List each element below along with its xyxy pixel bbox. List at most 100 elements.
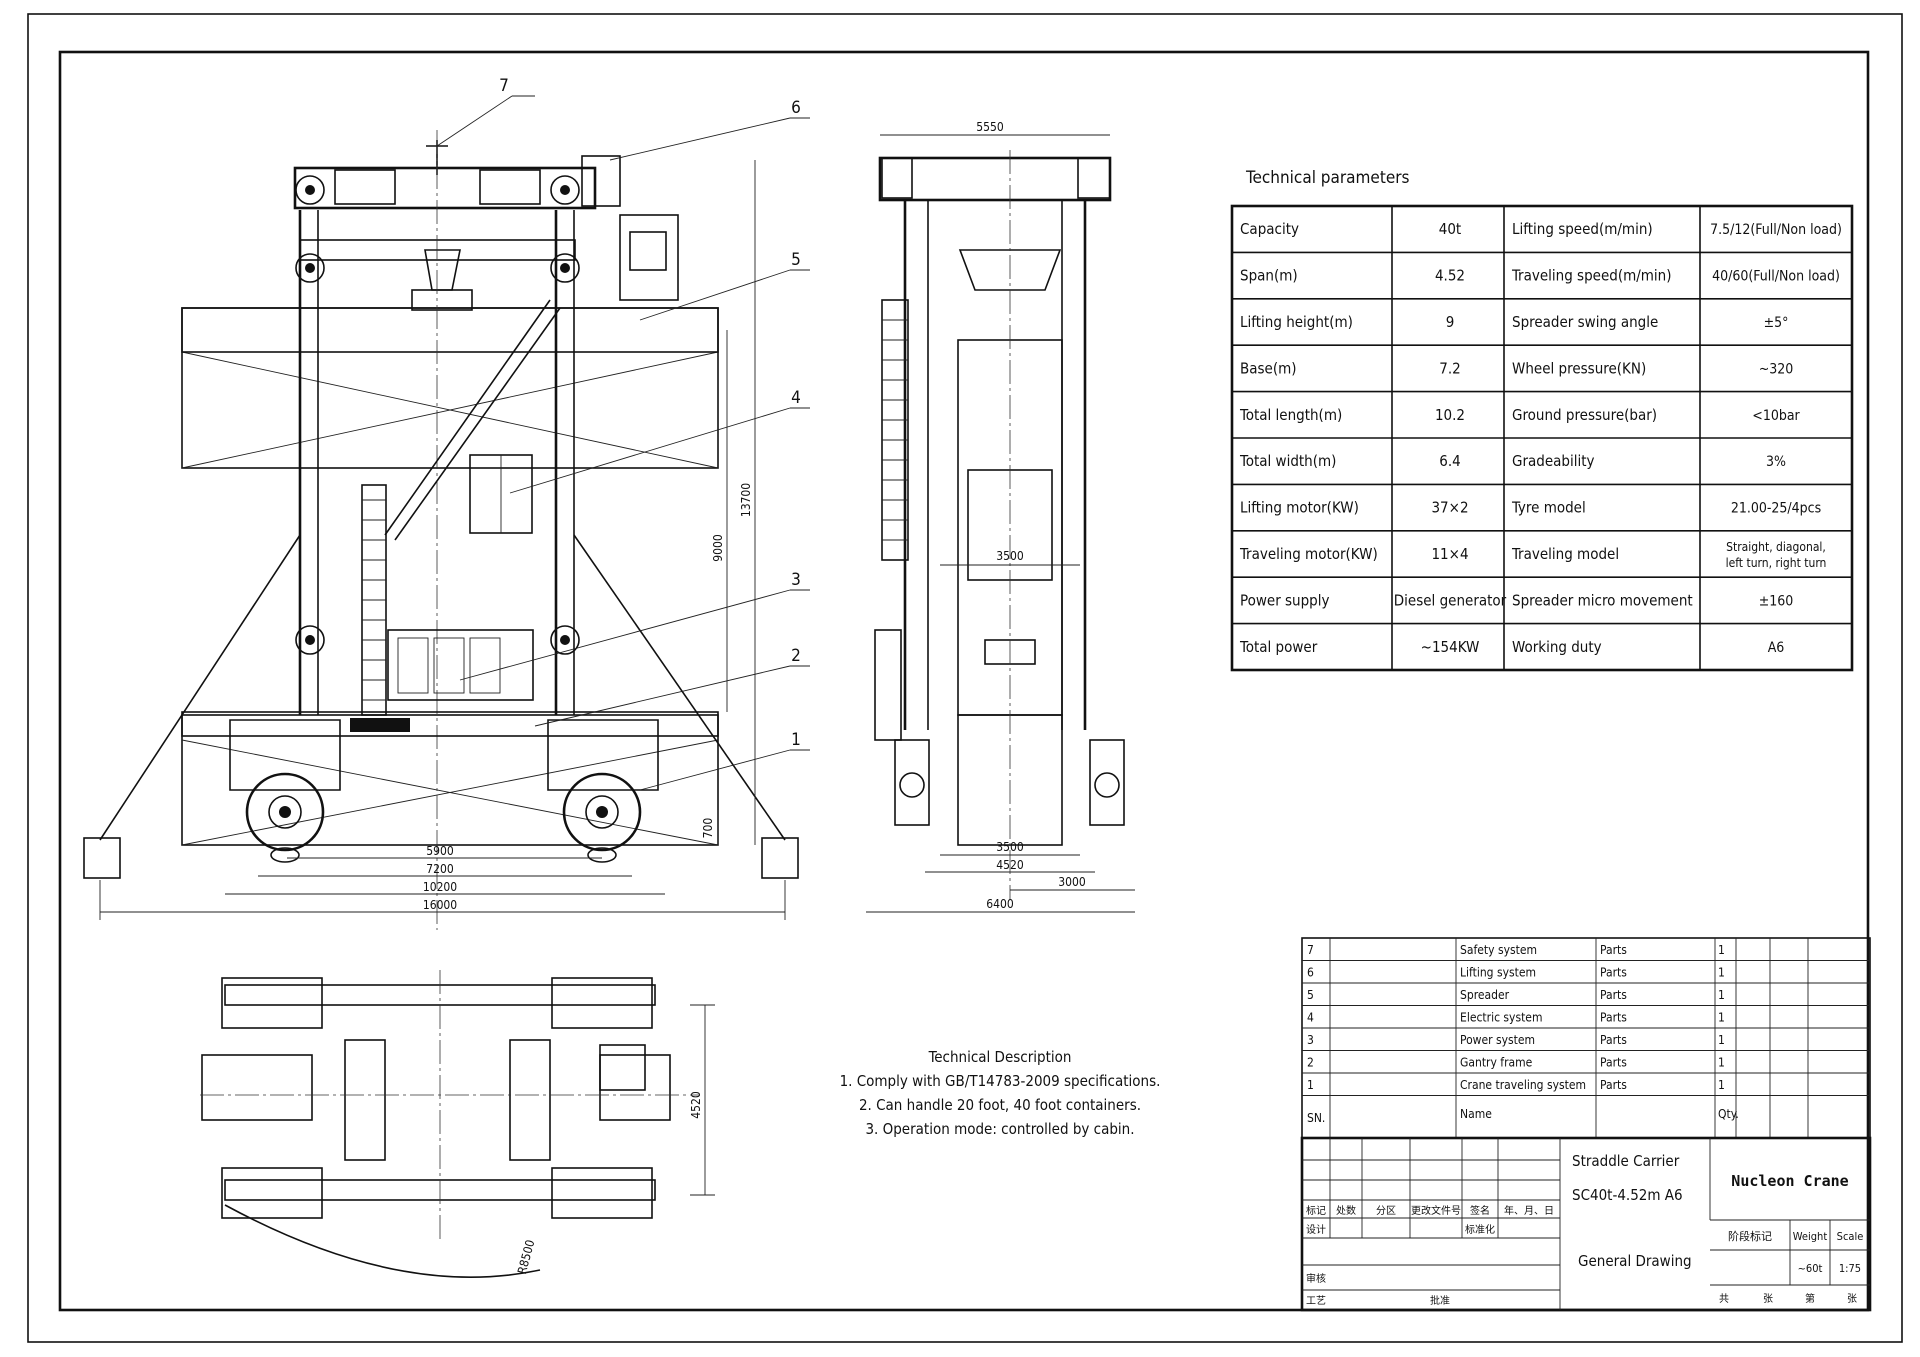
tech-params-cell: Base(m) (1240, 359, 1297, 377)
rev-label-2: 处数 (1336, 1204, 1356, 1217)
callout-6: 6 (791, 98, 801, 118)
tech-desc-line-1: 1. Comply with GB/T14783-2009 specificat… (840, 1072, 1161, 1090)
bom-cell: 6 (1307, 966, 1314, 980)
callout-4: 4 (791, 388, 801, 408)
bom-cell: Parts (1600, 943, 1627, 957)
tech-params-cell: Total width(m) (1239, 452, 1336, 470)
bom-cell: 1 (1718, 1033, 1725, 1047)
dim-r8500: R8500 (515, 1238, 538, 1276)
bom-header-qty: Qty. (1718, 1107, 1739, 1121)
sheet-label-4: 张 (1847, 1293, 1857, 1305)
tech-params-cell: Span(m) (1240, 267, 1298, 285)
bom-cell: 1 (1718, 943, 1725, 957)
tech-params-cell: Lifting height(m) (1240, 313, 1353, 331)
bom-cell: Parts (1600, 1033, 1627, 1047)
rev-label-1: 标记 (1306, 1205, 1326, 1217)
dim-4520: 4520 (996, 858, 1024, 872)
callout-7: 7 (499, 76, 509, 96)
tech-params-cell: ±160 (1759, 593, 1794, 609)
company-name: Nucleon Crane (1731, 1172, 1848, 1190)
tech-params-cell: Traveling speed(m/min) (1511, 267, 1672, 285)
bom-cell: Spreader (1460, 988, 1510, 1002)
bom-cell: Parts (1600, 1011, 1627, 1025)
bom-cell: 1 (1718, 988, 1725, 1002)
bom-cell: 1 (1307, 1078, 1314, 1092)
tech-desc-line-3: 3. Operation mode: controlled by cabin. (865, 1120, 1134, 1138)
bom-header-name: Name (1460, 1107, 1492, 1121)
bom-cell: Parts (1600, 966, 1627, 980)
tech-params-cell: Capacity (1240, 220, 1299, 238)
tech-params-cell: 3% (1766, 454, 1786, 470)
tech-desc-title: Technical Description (928, 1048, 1072, 1066)
tech-params-cell: 9 (1446, 313, 1455, 331)
tech-params-cell: Tyre model (1511, 499, 1586, 517)
tech-params-cell: Straight, diagonal,left turn, right turn (1726, 540, 1827, 570)
dim-5900: 5900 (426, 844, 454, 858)
bom-cell: Gantry frame (1460, 1056, 1533, 1070)
tech-params-cell: 7.5/12(Full/Non load) (1710, 222, 1842, 238)
bom-cell: 3 (1307, 1033, 1314, 1047)
callout-5: 5 (791, 250, 801, 270)
dim-700: 700 (701, 818, 715, 839)
tech-params-title: Technical parameters (1245, 168, 1410, 188)
bom-cell: 7 (1307, 943, 1314, 957)
tech-params-cell: Traveling model (1511, 545, 1619, 563)
weight-value: ~60t (1798, 1262, 1823, 1275)
rev-label-4: 更改文件号 (1411, 1204, 1461, 1217)
dim-16000: 16000 (423, 898, 457, 912)
dim-3000: 3000 (1058, 875, 1086, 889)
dim-5550: 5550 (976, 120, 1004, 134)
tech-params-cell: <10bar (1752, 408, 1800, 424)
tech-params-cell: 40/60(Full/Non load) (1712, 269, 1840, 285)
bom-cell: Parts (1600, 1078, 1627, 1092)
tech-params-cell: ~320 (1759, 361, 1794, 377)
callout-3: 3 (791, 570, 801, 590)
dim-13700: 13700 (739, 483, 753, 517)
tech-params-cell: Total power (1239, 638, 1318, 656)
dim-6400: 6400 (986, 897, 1014, 911)
role-design: 设计 (1306, 1223, 1326, 1236)
tech-desc-line-2: 2. Can handle 20 foot, 40 foot container… (859, 1096, 1141, 1114)
role-process: 工艺 (1306, 1295, 1326, 1307)
title-block: Straddle Carrier SC40t-4.52m A6 General … (1300, 1136, 1872, 1312)
tech-params-cell: Lifting speed(m/min) (1512, 220, 1653, 238)
tech-params-cell: 4.52 (1435, 267, 1465, 285)
callout-1: 1 (791, 730, 801, 750)
tech-params-cell: A6 (1768, 640, 1785, 656)
bom-cell: Crane traveling system (1460, 1078, 1586, 1092)
sheet-label-3: 第 (1805, 1292, 1815, 1305)
bom-cell: Power system (1460, 1033, 1535, 1047)
rev-label-5: 签名 (1470, 1204, 1490, 1217)
tech-params-cell: 11×4 (1431, 545, 1468, 563)
plan-view: 4520 R8500 (200, 970, 715, 1278)
bom-header-sn: SN. (1307, 1111, 1325, 1125)
front-view: 5900 7200 10200 16000 9000 13700 700 7 6… (83, 76, 810, 930)
tech-params-cell: 37×2 (1431, 499, 1468, 517)
sheet-label-1: 共 (1719, 1293, 1729, 1305)
tech-params-cell: Spreader micro movement (1512, 591, 1693, 609)
bom-cell: Safety system (1460, 943, 1537, 957)
tech-params-cell: Spreader swing angle (1512, 313, 1658, 331)
role-standard: 标准化 (1465, 1223, 1495, 1236)
dim-4520-plan: 4520 (689, 1091, 703, 1119)
tech-params-cell: 40t (1439, 220, 1461, 238)
outer-border (27, 13, 1903, 1343)
role-approve: 批准 (1430, 1294, 1450, 1307)
role-review: 审核 (1306, 1272, 1326, 1285)
bom-cell: 2 (1307, 1056, 1314, 1070)
dim-9000: 9000 (711, 534, 725, 562)
tech-params-cell: Wheel pressure(KN) (1512, 359, 1646, 377)
bom-cell: Parts (1600, 1056, 1627, 1070)
tech-params-cell: Traveling motor(KW) (1239, 545, 1378, 563)
side-view: 5550 3500 3500 4520 3000 6400 (866, 120, 1135, 913)
sheet-label-2: 张 (1763, 1293, 1773, 1305)
callout-2: 2 (791, 646, 801, 666)
tech-params-cell: 6.4 (1439, 452, 1460, 470)
product-name: Straddle Carrier (1572, 1152, 1680, 1170)
dim-10200: 10200 (423, 880, 457, 894)
rev-label-6: 年、月、日 (1504, 1204, 1554, 1217)
tech-params-cell: 10.2 (1435, 406, 1465, 424)
tech-params-cell: Ground pressure(bar) (1512, 406, 1657, 424)
